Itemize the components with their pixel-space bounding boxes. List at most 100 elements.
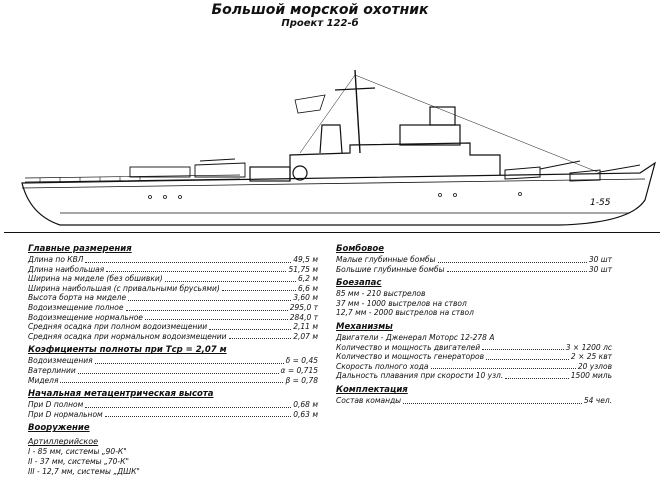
funnel [319, 124, 343, 154]
machinery-value: 2 × 25 квт [570, 352, 612, 362]
coefficients-heading: Коэфициенты полноты при Тср = 2,07 м [28, 345, 227, 356]
dot-leader [221, 290, 297, 292]
bomb-list: Малые глубинные бомбы 30 шт Большие глубин… [336, 255, 612, 274]
dimension-value: 284,0 т [289, 312, 318, 322]
superstructure [289, 142, 501, 181]
bomb-row: Малые глубинные бомбы 30 шт [336, 255, 612, 265]
coefficient-label: Водоизмещения [28, 356, 93, 366]
artillery-list: I - 85 мм, системы „90-К"II - 37 мм, сис… [28, 447, 318, 476]
artillery-item: I - 85 мм, системы „90-К" [28, 447, 127, 457]
dimension-row: Средняя осадка при нормальном водоизмеще… [28, 332, 318, 342]
right-column: Бомбовое Малые глубинные бомбы 30 шт Больш… [336, 240, 612, 406]
dot-leader [85, 406, 292, 408]
artillery-item: III - 12,7 мм, системы „ДШК" [28, 466, 140, 476]
dot-leader [94, 362, 284, 364]
machinery-value: 3 × 1200 лс [565, 342, 612, 352]
ammo-heading: Боезапас [336, 278, 382, 289]
artillery-item: II - 37 мм, системы „70-К" [28, 456, 129, 466]
bomb-label: Малые глубинные бомбы [336, 255, 436, 264]
metacentric-value: 0,68 м [293, 400, 318, 410]
bomb-label: Большие глубинные бомбы [336, 264, 445, 274]
machinery-label: Количество и мощность двигателей [336, 342, 481, 352]
wheelhouse [429, 106, 456, 126]
machinery-row: Количество и мощность генераторов 2 × 25 … [336, 352, 612, 362]
machinery-label: Количество и мощность генераторов [336, 352, 485, 362]
coefficient-row: Ватерлинии α = 0,715 [28, 366, 318, 376]
ship-profile-drawing: 1-55 [21, 69, 656, 226]
page-title: Большой морской охотник [211, 2, 429, 18]
dimension-label: Длина по КВЛ [28, 255, 84, 264]
coefficient-label: Миделя [28, 375, 59, 385]
artillery-heading: Артиллерийское [28, 437, 99, 447]
machinery-list: Количество и мощность двигателей 3 × 1200… [336, 343, 612, 381]
dimension-label: Водоизмещение нормальное [28, 312, 143, 322]
machinery-heading: Механизмы [336, 321, 393, 332]
dot-leader [228, 338, 292, 340]
machinery-label: Скорость полного хода [336, 361, 429, 371]
dot-leader [77, 372, 279, 374]
metacentric-label: При D полном [28, 400, 84, 410]
crew-label: Состав команды [336, 395, 402, 405]
bomb-heading: Бомбовое [336, 244, 385, 254]
machinery-label: Дальность плавания при скорости 10 узл. [336, 371, 504, 381]
divider-line [4, 232, 660, 233]
dot-leader [446, 271, 587, 273]
dimension-value: 2,11 м [293, 322, 318, 332]
dot-leader [505, 377, 569, 379]
bomb-value: 30 шт [588, 255, 612, 264]
metacentric-label: При D нормальном [28, 409, 103, 419]
machinery-row: Дальность плавания при скорости 10 узл. 1… [336, 371, 612, 381]
coefficient-row: Водоизмещения δ = 0,45 [28, 356, 318, 366]
ship-number: 1-55 [590, 198, 611, 208]
metacentric-heading: Начальная метацентрическая высота [28, 389, 214, 400]
aft-railing [24, 174, 241, 183]
ammo-item: 12,7 мм - 2000 выстрелов на ствол [336, 308, 474, 318]
dimension-label: Ширина на миделе (без обшивки) [28, 274, 163, 284]
metacentric-row: При D нормальном 0,63 м [28, 410, 318, 420]
dot-leader [482, 349, 564, 351]
bomb-value: 30 шт [588, 264, 612, 274]
yard [334, 87, 376, 91]
forward-gun-85 [569, 164, 641, 182]
dot-leader [104, 416, 292, 418]
dimension-label: Средняя осадка при нормальном водоизмеще… [28, 331, 227, 341]
dot-leader [85, 261, 292, 263]
machinery-row: Количество и мощность двигателей 3 × 1200… [336, 343, 612, 353]
deck-line [21, 178, 646, 189]
dimension-value: 2,07 м [293, 331, 318, 341]
dimension-label: Ширина наибольшая (с привальными брусьям… [28, 283, 220, 293]
ammo-item: 37 мм - 1000 выстрелов на ствол [336, 298, 467, 308]
machinery-value: 1500 миль [570, 371, 612, 381]
dimension-row: Водоизмещение нормальное 284,0 т [28, 313, 318, 323]
dot-leader [403, 402, 582, 404]
flag [294, 94, 326, 114]
coefficient-value: α = 0,715 [280, 365, 318, 375]
dimension-label: Высота борта на миделе [28, 293, 127, 303]
crew-heading: Комплектация [336, 384, 408, 395]
dot-leader [60, 382, 284, 384]
dimension-value: 51,75 м [288, 264, 318, 274]
mast [354, 69, 361, 154]
dot-leader [106, 271, 287, 273]
coefficient-value: δ = 0,45 [285, 356, 318, 366]
dot-leader [144, 319, 288, 321]
metacentric-list: При D полном 0,68 м При D нормальном 0,63 м [28, 400, 318, 419]
main-dimensions-heading: Главные размерения [28, 244, 132, 254]
metacentric-value: 0,63 м [293, 409, 318, 419]
ammo-item: 85 мм - 210 выстрелов [336, 289, 426, 299]
metacentric-row: При D полном 0,68 м [28, 400, 318, 410]
dot-leader [125, 309, 288, 311]
coefficient-label: Ватерлинии [28, 365, 76, 375]
dimension-label: Водоизмещение полное [28, 302, 124, 312]
